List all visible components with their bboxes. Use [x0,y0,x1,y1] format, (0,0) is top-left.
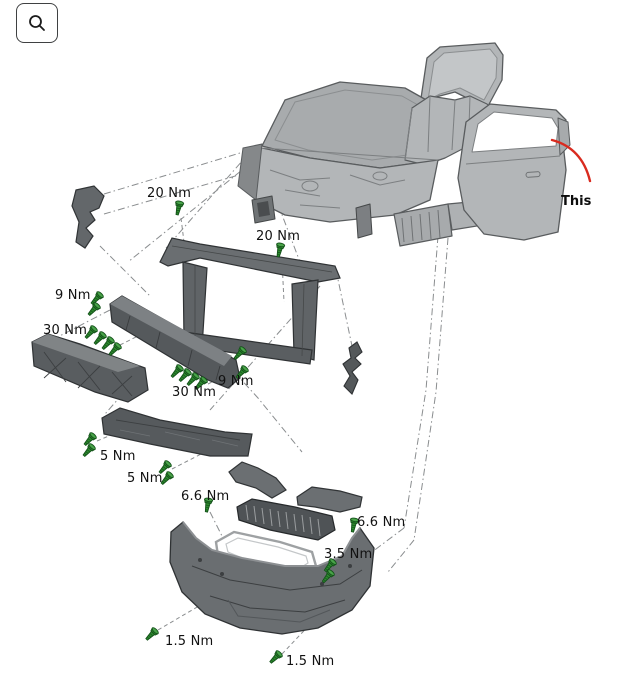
screw-icon [80,442,97,459]
leader-line [99,245,151,297]
screw-icon [85,301,102,318]
part-absorber [31,333,149,403]
torque-label-bumper-bottom-right: 1.5 Nm [286,654,335,669]
sill-hatching [401,209,441,243]
engine-bay-detail [261,147,439,209]
frame-rail-center [355,203,373,239]
leader-line [104,371,143,415]
screw-icon [143,626,160,643]
magnifier-icon [29,15,45,31]
torque-label-grille-left: 6.6 Nm [181,489,230,504]
leader-line [103,149,251,195]
screw-icon [172,199,185,217]
torque-label-bumper-side: 3.5 Nm [324,547,373,562]
torque-label-beam-left: 30 Nm [43,323,88,338]
grille-slats [245,504,321,537]
screw-icon [267,649,284,666]
part-bracket-right [342,341,363,395]
leader-line [387,539,415,573]
torque-label-front-panel-right: 20 Nm [256,229,301,244]
zoom-button[interactable] [16,3,58,43]
callout-line [550,138,592,183]
screw-icon [273,241,286,259]
torque-label-beam-lower-right: 9 Nm [218,374,254,389]
frame-rail-left-opening [257,201,270,217]
part-bumper-cover [169,521,375,635]
leader-line [204,339,303,453]
rocker-sill [393,203,453,247]
door-window-opening [471,111,559,153]
torque-label-spoiler-left: 5 Nm [100,449,136,464]
part-grille [236,498,336,541]
torque-label-grille-right: 6.6 Nm [357,515,406,530]
torque-label-spoiler-right: 5 Nm [127,471,163,486]
leader-line [165,151,251,249]
leader-line [403,235,439,529]
door-handle [525,171,541,178]
leader-line [371,527,405,553]
part-crash-beam [109,295,241,389]
part-bracket-left [71,185,105,249]
torque-label-beam-upper-left: 9 Nm [55,288,91,303]
torque-label-beam-lower: 30 Nm [172,385,217,400]
leader-line [127,161,253,263]
part-grille-surround-inner [225,537,309,573]
part-trim-strip-left [228,461,287,499]
callout-label: This [561,194,592,209]
trunk-lid-inner [427,48,498,101]
part-lower-spoiler [101,407,253,457]
leader-line [103,169,257,215]
leader-line [413,237,449,541]
leader-line [335,269,353,347]
car-illustration [237,42,571,247]
door-rear-edge [557,117,571,156]
torque-label-front-panel-left: 20 Nm [147,186,192,201]
part-trim-strip-right [296,486,363,513]
part-lock-carrier [159,237,341,365]
torque-label-bumper-bottom-left: 1.5 Nm [165,634,214,649]
